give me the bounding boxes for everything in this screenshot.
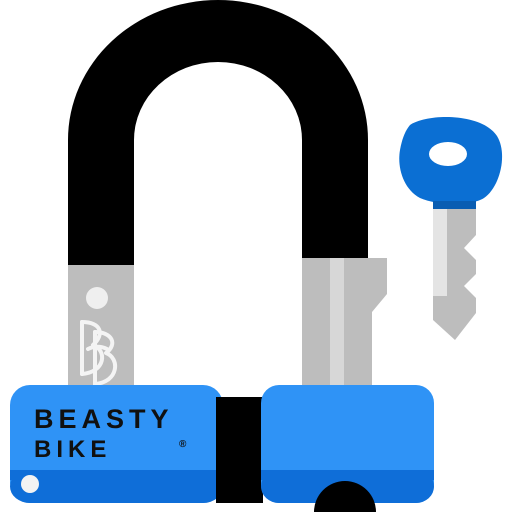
shackle-arch	[68, 0, 368, 270]
shackle-left-dot	[86, 287, 108, 309]
key-hole	[429, 142, 467, 166]
keyhole-icon	[314, 481, 376, 512]
body-screw-dot	[21, 475, 39, 493]
shackle-right-leg	[302, 258, 387, 390]
lock-body	[10, 385, 434, 512]
key-blade-highlight	[433, 209, 447, 296]
key-icon	[399, 117, 503, 340]
shackle-left-leg	[68, 265, 134, 390]
double-b-monogram-icon	[80, 320, 117, 386]
shackle-right-leg-highlight	[330, 258, 344, 390]
